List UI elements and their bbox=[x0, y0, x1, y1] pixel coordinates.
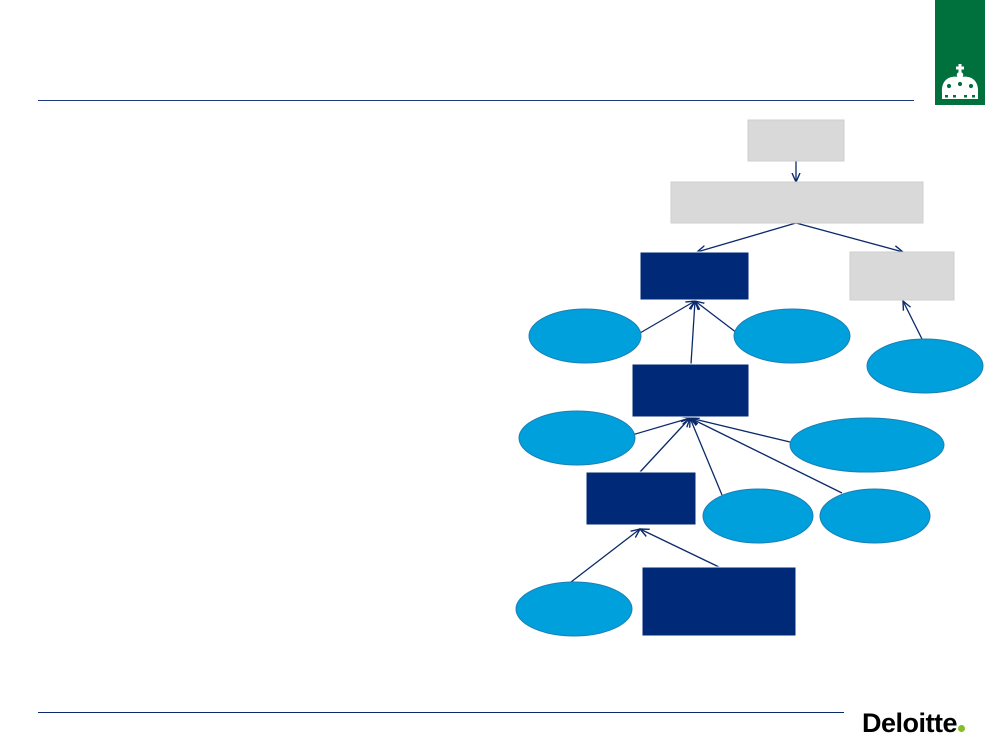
connector-ellipse-l1-to-navy-1 bbox=[639, 301, 695, 334]
node-ellipse-bottom bbox=[515, 581, 633, 637]
node-navy-1 bbox=[639, 251, 750, 301]
node-ellipse-mid-2 bbox=[819, 488, 931, 544]
connector-ellipse-bottom-to-navy-3 bbox=[570, 529, 640, 583]
connector-ellipse-mid-1-to-navy-2 bbox=[690, 418, 723, 496]
footer-rule bbox=[38, 712, 844, 713]
header-rule bbox=[38, 100, 914, 101]
deloitte-dot bbox=[958, 725, 966, 732]
node-navy-3 bbox=[585, 471, 697, 526]
node-navy-2 bbox=[631, 363, 750, 418]
connector-ellipse-far-right-to-gray-right bbox=[903, 301, 923, 340]
node-ellipse-wide-right bbox=[789, 417, 945, 473]
deloitte-wordmark: Deloitte bbox=[862, 708, 958, 738]
node-ellipse-far-right bbox=[866, 338, 984, 394]
royal-crown-icon bbox=[935, 0, 985, 105]
connector-gray-wide-to-navy-1 bbox=[697, 222, 797, 252]
node-gray-right bbox=[849, 251, 955, 301]
node-ellipse-l1 bbox=[528, 308, 642, 364]
deloitte-logo: Deloitte bbox=[862, 708, 966, 739]
node-gray-wide bbox=[670, 181, 924, 224]
node-gray-top bbox=[747, 119, 845, 162]
connector-gray-wide-to-gray-right bbox=[795, 222, 903, 252]
connector-ellipse-r1-to-navy-1 bbox=[695, 301, 738, 334]
connector-navy-2-to-navy-1 bbox=[691, 301, 695, 365]
node-ellipse-l2 bbox=[518, 410, 636, 466]
node-navy-bottom bbox=[641, 566, 797, 637]
connector-navy-3-to-navy-2 bbox=[639, 418, 690, 473]
connector-ellipse-wide-right-to-navy-2 bbox=[690, 418, 791, 443]
connector-ellipse-l2-to-navy-2 bbox=[631, 418, 690, 436]
node-ellipse-r1 bbox=[733, 308, 851, 364]
node-ellipse-mid-1 bbox=[702, 488, 814, 544]
connector-navy-bottom-to-navy-3 bbox=[640, 529, 720, 568]
connector-ellipse-mid-2-to-navy-2 bbox=[690, 418, 843, 494]
